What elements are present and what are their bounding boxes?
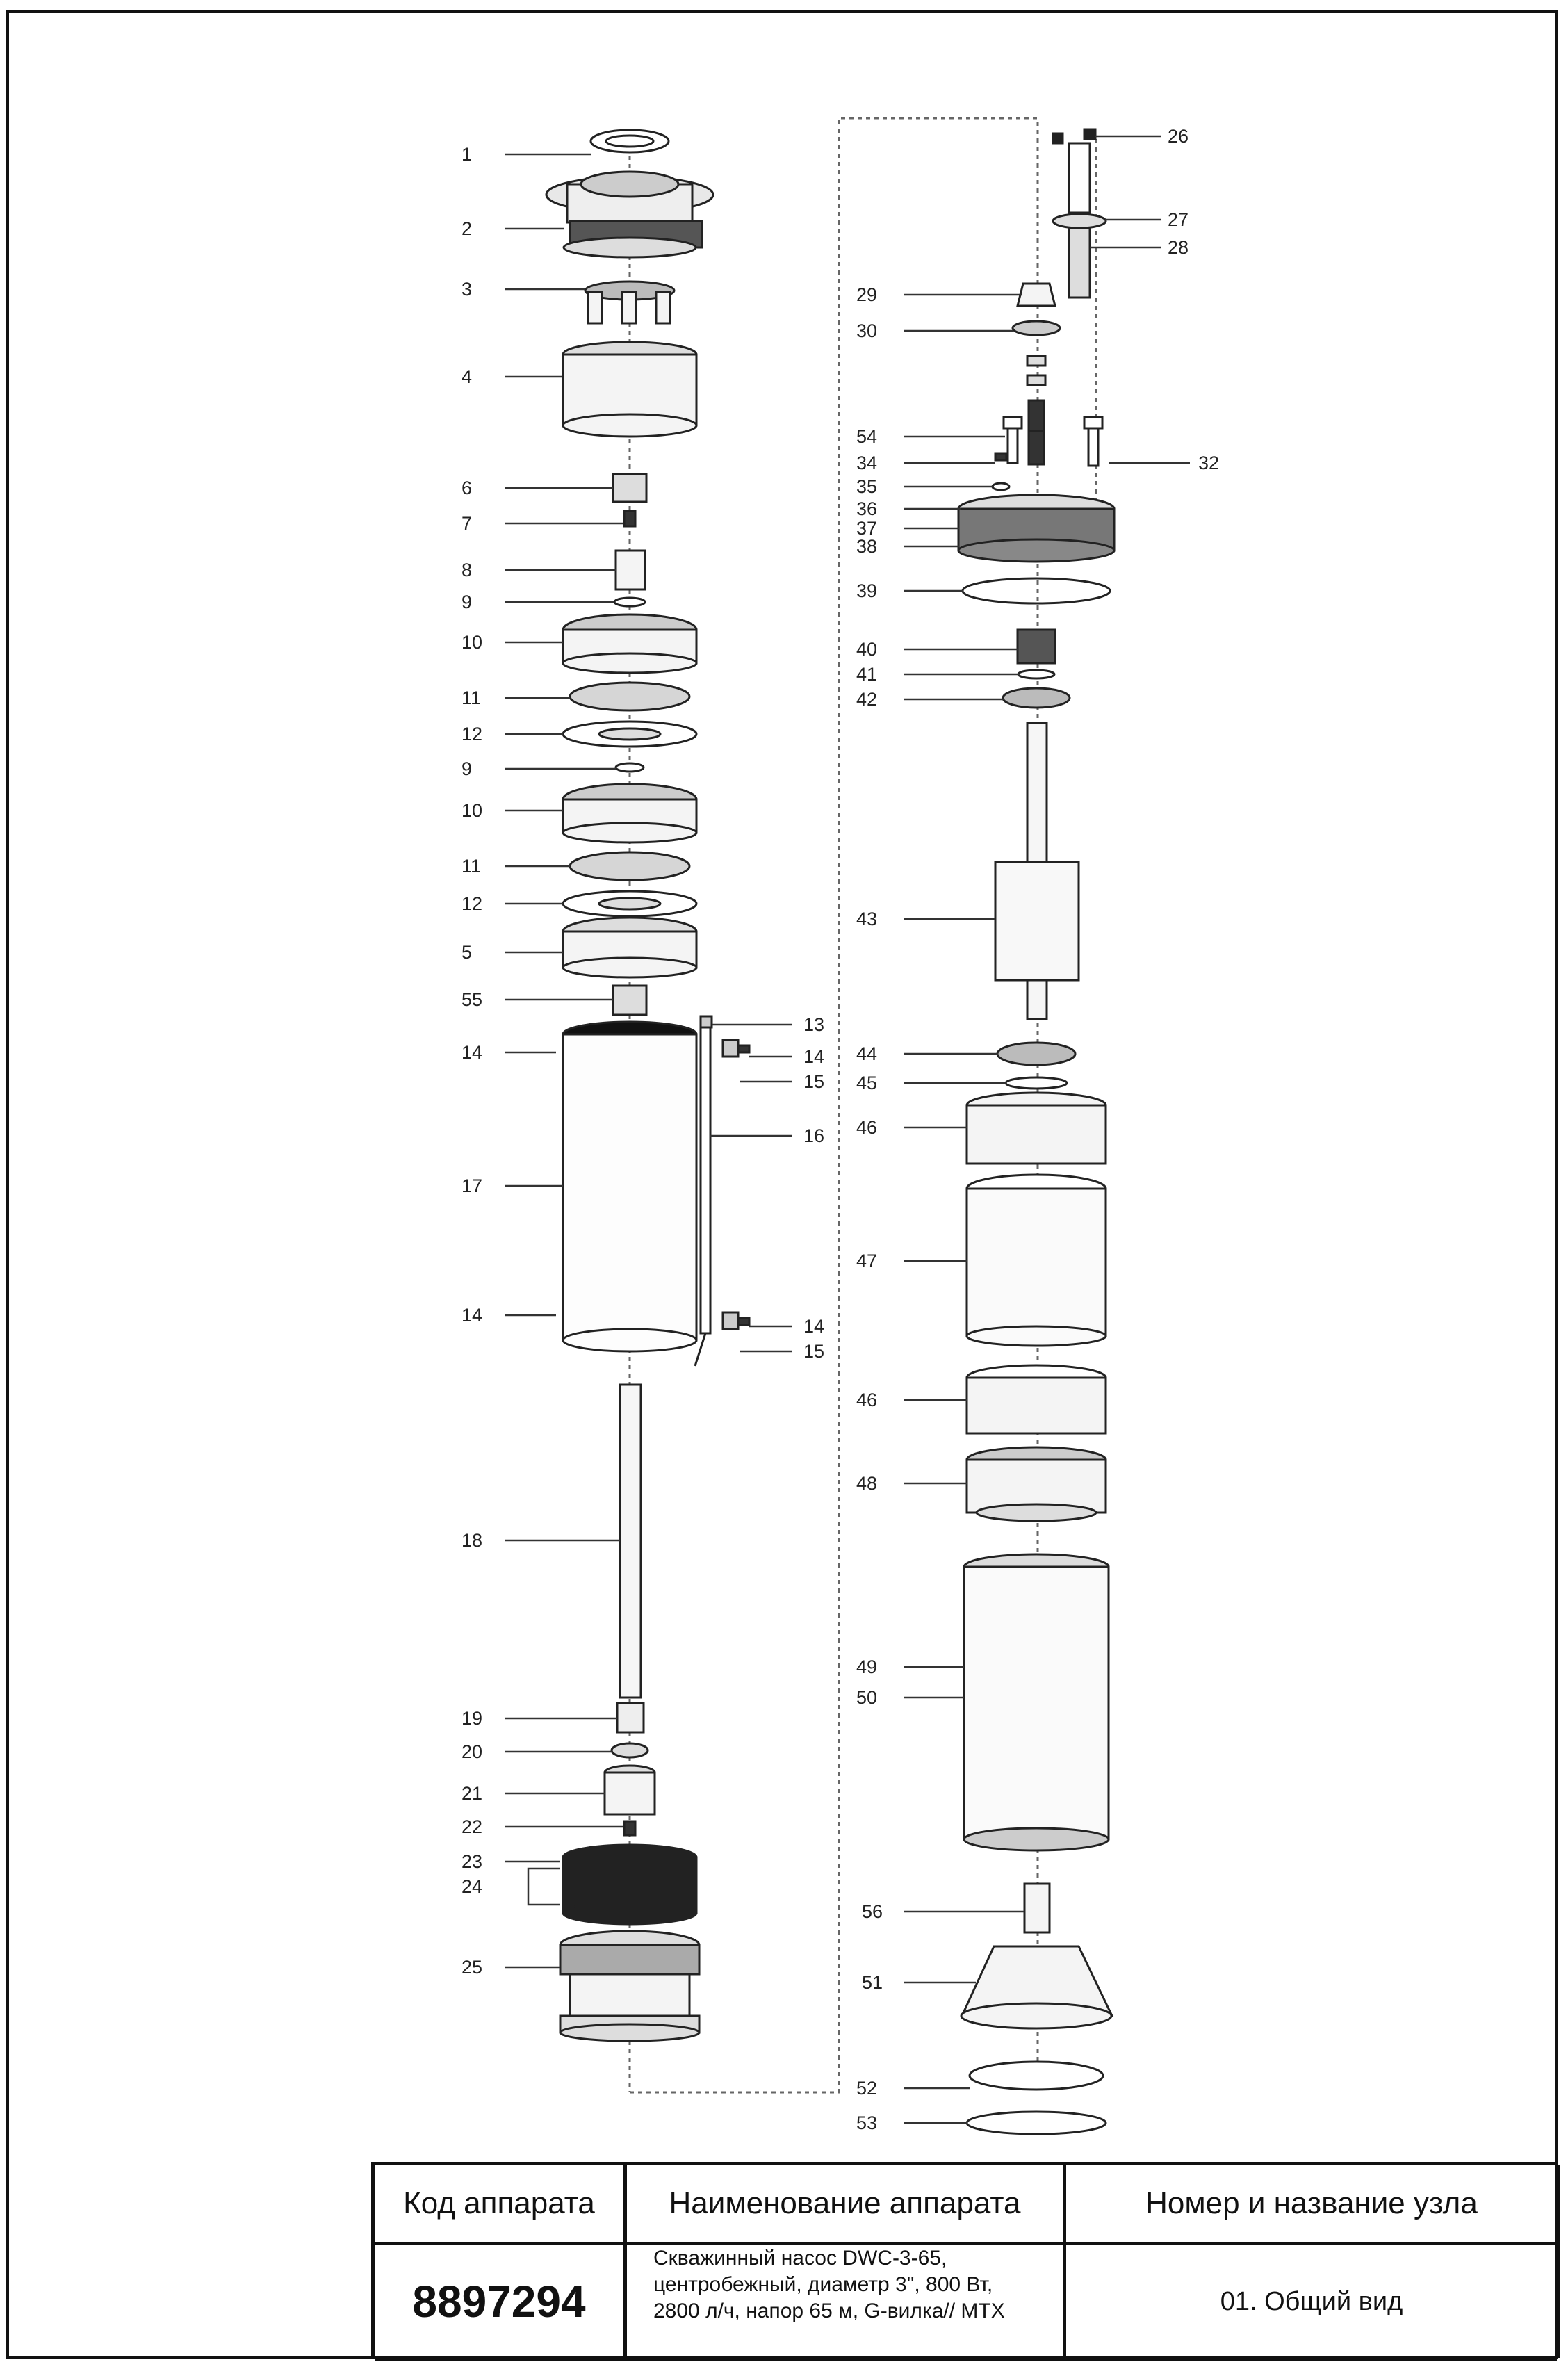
callout-label: 7 bbox=[462, 513, 472, 534]
callout-label: 11 bbox=[462, 856, 481, 877]
callout-label: 42 bbox=[856, 689, 877, 710]
device-name-line-3: 2800 л/ч, напор 65 м, G-вилка// MTX bbox=[653, 2299, 1005, 2322]
leader-lines bbox=[505, 135, 1190, 2124]
callout-label: 14 bbox=[462, 1042, 482, 1063]
drawing-frame bbox=[6, 10, 1558, 2359]
header-code: Код аппарата bbox=[403, 2186, 595, 2220]
callout-label: 4 bbox=[462, 366, 472, 387]
callout-label: 53 bbox=[856, 2112, 877, 2133]
callout-label: 27 bbox=[1168, 209, 1189, 230]
callout-label: 38 bbox=[856, 536, 877, 557]
callout-label: 28 bbox=[1168, 237, 1189, 258]
callouts-mid: 13 14 15 16 14 15 bbox=[803, 1014, 824, 1362]
table-divider bbox=[375, 2242, 1557, 2245]
callout-label: 9 bbox=[462, 592, 472, 612]
callout-label: 22 bbox=[462, 1816, 482, 1837]
title-block: Код аппарата Наименование аппарата Номер… bbox=[371, 2162, 1560, 2361]
callout-label: 11 bbox=[462, 687, 481, 708]
callout-label: 45 bbox=[856, 1073, 877, 1093]
callout-label: 16 bbox=[803, 1125, 824, 1146]
unit-name: 01. Общий вид bbox=[1220, 2286, 1403, 2316]
callout-label: 44 bbox=[856, 1043, 877, 1064]
header-unit: Номер и название узла bbox=[1145, 2186, 1478, 2220]
callout-label: 46 bbox=[856, 1390, 877, 1410]
callout-label: 20 bbox=[462, 1741, 482, 1762]
callout-label: 32 bbox=[1198, 453, 1219, 473]
callout-label: 35 bbox=[856, 476, 877, 497]
callout-label: 12 bbox=[462, 724, 482, 744]
callout-label: 43 bbox=[856, 909, 877, 929]
callout-label: 6 bbox=[462, 478, 472, 498]
callout-label: 54 bbox=[856, 426, 877, 447]
callout-label: 12 bbox=[462, 893, 482, 914]
callout-label: 36 bbox=[856, 498, 877, 519]
callout-label: 47 bbox=[856, 1251, 877, 1271]
device-name: Скважинный насос DWC-3-65, центробежный,… bbox=[627, 2245, 1063, 2358]
right-column-parts bbox=[957, 128, 1116, 2135]
callout-label: 18 bbox=[462, 1530, 482, 1551]
callout-label: 1 bbox=[462, 144, 472, 165]
callout-label: 50 bbox=[856, 1687, 877, 1708]
callout-label: 5 bbox=[462, 942, 472, 963]
table-divider bbox=[1063, 2165, 1066, 2358]
callout-label: 48 bbox=[856, 1473, 877, 1494]
header-name: Наименование аппарата bbox=[669, 2186, 1021, 2220]
callout-label: 56 bbox=[862, 1901, 883, 1922]
callout-label: 26 bbox=[1168, 126, 1189, 147]
callout-label: 55 bbox=[462, 989, 482, 1010]
callout-label: 39 bbox=[856, 580, 877, 601]
callout-label: 19 bbox=[462, 1708, 482, 1729]
callout-label: 15 bbox=[803, 1071, 824, 1092]
callout-label: 34 bbox=[856, 453, 877, 473]
callout-label: 40 bbox=[856, 639, 877, 660]
callout-label: 8 bbox=[462, 560, 472, 580]
callout-label: 10 bbox=[462, 632, 482, 653]
table-divider bbox=[623, 2165, 627, 2358]
callout-label: 9 bbox=[462, 758, 472, 779]
device-code: 8897294 bbox=[412, 2277, 586, 2327]
callout-label: 29 bbox=[856, 284, 877, 305]
table-divider bbox=[375, 2358, 1557, 2361]
callout-label: 51 bbox=[862, 1972, 883, 1993]
device-name-line-1: Скважинный насос DWC-3-65, bbox=[653, 2247, 947, 2270]
callout-label: 30 bbox=[856, 320, 877, 341]
callout-label: 15 bbox=[803, 1341, 824, 1362]
callout-label: 17 bbox=[462, 1175, 482, 1196]
callouts-left: 1234678910111291011125551417141819202122… bbox=[462, 144, 482, 1978]
callout-label: 14 bbox=[462, 1305, 482, 1326]
callout-label: 13 bbox=[803, 1014, 824, 1035]
callout-label: 21 bbox=[462, 1783, 482, 1804]
callout-label: 14 bbox=[803, 1316, 824, 1337]
callout-label: 3 bbox=[462, 279, 472, 300]
callout-label: 14 bbox=[803, 1046, 824, 1067]
device-name-line-2: центробежный, диаметр 3", 800 Вт, bbox=[653, 2273, 993, 2296]
callout-label: 25 bbox=[462, 1957, 482, 1978]
callout-label: 23 bbox=[462, 1851, 482, 1872]
table-divider bbox=[1557, 2165, 1560, 2358]
callout-label: 49 bbox=[856, 1656, 877, 1677]
callout-label: 10 bbox=[462, 800, 482, 821]
callout-label: 46 bbox=[856, 1117, 877, 1138]
callout-label: 52 bbox=[856, 2078, 877, 2099]
callout-label: 24 bbox=[462, 1876, 482, 1897]
callout-label: 37 bbox=[856, 518, 877, 539]
callout-label: 41 bbox=[856, 664, 877, 685]
left-column-parts bbox=[545, 129, 751, 2042]
callout-label: 2 bbox=[462, 218, 472, 239]
